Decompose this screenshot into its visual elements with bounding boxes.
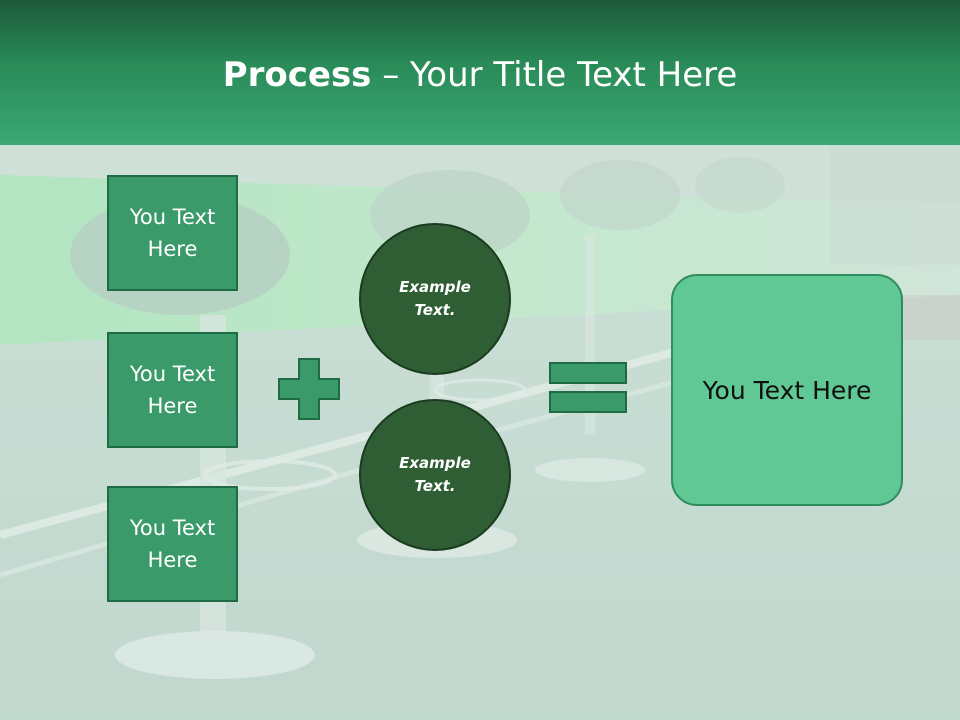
plus-icon — [278, 358, 340, 420]
result-box-label: You Text Here — [702, 375, 872, 405]
equals-bottom-bar — [549, 391, 627, 413]
input-box-3: You Text Here — [107, 486, 238, 602]
example-circle-1: Example Text. — [359, 223, 511, 375]
title-rest: – Your Title Text Here — [371, 55, 738, 95]
input-box-2-label: You Text Here — [129, 362, 216, 418]
result-box: You Text Here — [671, 274, 903, 506]
example-circle-1-label: Example Text. — [399, 278, 471, 319]
slide-header: Process – Your Title Text Here — [0, 0, 960, 145]
slide-title: Process – Your Title Text Here — [0, 52, 960, 98]
input-box-1-label: You Text Here — [129, 205, 216, 261]
title-bold: Process — [222, 55, 372, 95]
input-box-1: You Text Here — [107, 175, 238, 291]
example-circle-2-label: Example Text. — [399, 454, 471, 495]
input-box-3-label: You Text Here — [129, 516, 216, 572]
example-circle-2: Example Text. — [359, 399, 511, 551]
input-box-2: You Text Here — [107, 332, 238, 448]
equals-top-bar — [549, 362, 627, 384]
